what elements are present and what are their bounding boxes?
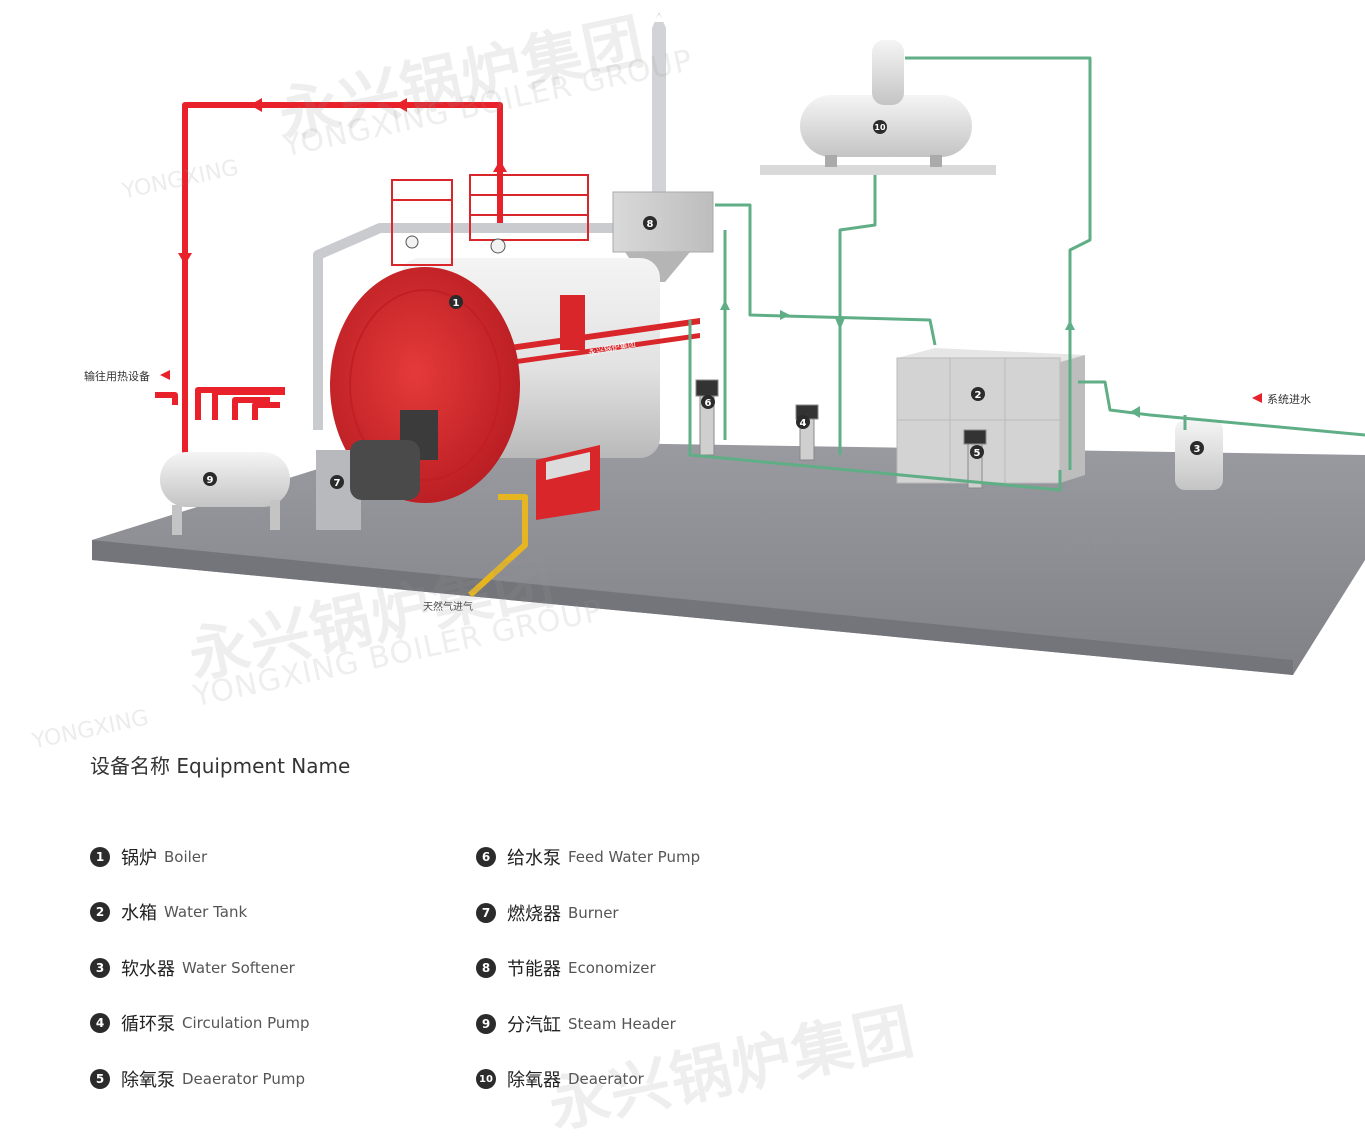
legend-en: Water Softener: [182, 959, 295, 977]
legend-en: Deaerator Pump: [182, 1070, 305, 1088]
legend-number: 9: [476, 1014, 496, 1034]
arrow-left-icon: [1252, 393, 1262, 403]
legend-number: 7: [476, 903, 496, 923]
water-tank: [896, 348, 1085, 484]
legend-en: Steam Header: [568, 1015, 676, 1033]
legend-number: 4: [90, 1013, 110, 1033]
output-to-heat-equipment-label: 输往用热设备: [84, 370, 150, 383]
marker-economizer: 8: [643, 216, 657, 230]
legend-number: 10: [476, 1069, 496, 1089]
legend-cn: 给水泵: [507, 848, 561, 869]
marker-deaerator-pump: 5: [970, 445, 984, 459]
legend-cn: 分汽缸: [507, 1015, 561, 1036]
arrow-left-icon: [160, 370, 170, 380]
svg-text:4: 4: [800, 418, 807, 429]
steam-direction-arrows: [178, 98, 507, 265]
marker-deaerator: 10: [873, 120, 887, 134]
water-direction-arrows: [720, 300, 1140, 418]
marker-feed-water-pump: 6: [701, 395, 715, 409]
svg-text:1: 1: [453, 298, 460, 309]
watermark-logo: YONGXING: [30, 705, 151, 755]
svg-text:10: 10: [874, 123, 886, 132]
legend-cn: 除氧泵: [121, 1070, 175, 1091]
equipment-legend: 1 锅炉 Boiler 2 水箱 Water Tank 3 软水器 Water …: [90, 840, 990, 1100]
marker-water-tank: 2: [971, 387, 985, 401]
svg-text:2: 2: [975, 390, 982, 401]
legend-item-burner: 7 燃烧器 Burner: [476, 900, 619, 926]
legend-cn: 锅炉: [121, 848, 157, 869]
legend-number: 1: [90, 847, 110, 867]
chimney: [652, 12, 666, 198]
legend-cn: 软水器: [121, 959, 175, 980]
water-softener: [1175, 420, 1223, 490]
legend-number: 6: [476, 847, 496, 867]
steam-header: [160, 452, 290, 535]
legend-item-deaerator-pump: 5 除氧泵 Deaerator Pump: [90, 1066, 305, 1092]
legend-cn: 燃烧器: [507, 904, 561, 925]
legend-en: Boiler: [164, 848, 208, 866]
marker-steam-header: 9: [203, 472, 217, 486]
marker-circulation-pump: 4: [796, 415, 810, 429]
legend-item-circulation-pump: 4 循环泵 Circulation Pump: [90, 1010, 310, 1036]
svg-text:5: 5: [974, 448, 981, 459]
marker-burner: 7: [330, 475, 344, 489]
legend-item-deaerator: 10 除氧器 Deaerator: [476, 1066, 644, 1092]
svg-text:8: 8: [647, 219, 654, 230]
legend-item-boiler: 1 锅炉 Boiler: [90, 844, 207, 870]
legend-number: 5: [90, 1069, 110, 1089]
flue-pipe: [313, 223, 615, 430]
burner: [316, 440, 420, 530]
equipment-name-title: 设备名称 Equipment Name: [90, 754, 351, 778]
legend-en: Water Tank: [164, 903, 248, 921]
legend-en: Burner: [568, 904, 619, 922]
natural-gas-inlet-label: 天然气进气: [423, 602, 473, 613]
marker-water-softener: 3: [1190, 441, 1204, 455]
legend-en: Economizer: [568, 959, 656, 977]
deaerator: [760, 40, 996, 175]
svg-text:3: 3: [1194, 444, 1201, 455]
legend-cn: 循环泵: [121, 1014, 175, 1035]
legend-cn: 节能器: [507, 959, 561, 980]
legend-en: Circulation Pump: [182, 1014, 310, 1032]
legend-number: 2: [90, 902, 110, 922]
legend-item-water-tank: 2 水箱 Water Tank: [90, 899, 247, 925]
control-cabinet: [536, 445, 600, 520]
marker-boiler: 1: [449, 295, 463, 309]
legend-item-economizer: 8 节能器 Economizer: [476, 955, 656, 981]
legend-item-feed-water-pump: 6 给水泵 Feed Water Pump: [476, 844, 700, 870]
svg-text:9: 9: [207, 475, 214, 486]
boiler-system-diagram: 永兴锅炉集团: [92, 12, 1365, 675]
svg-text:6: 6: [705, 398, 712, 409]
diagram-markers: 1 2 3 4 5 6 7 8 9 10: [203, 120, 1204, 489]
legend-en: Deaerator: [568, 1070, 644, 1088]
legend-cn: 水箱: [121, 903, 157, 924]
legend-item-steam-header: 9 分汽缸 Steam Header: [476, 1011, 676, 1037]
legend-cn: 除氧器: [507, 1070, 561, 1091]
system-water-inlet-label: 系统进水: [1267, 393, 1311, 406]
economizer: [612, 191, 714, 282]
legend-item-water-softener: 3 软水器 Water Softener: [90, 955, 295, 981]
gas-pipe: [467, 494, 528, 598]
legend-number: 8: [476, 958, 496, 978]
svg-text:7: 7: [334, 478, 341, 489]
legend-en: Feed Water Pump: [568, 848, 701, 866]
legend-number: 3: [90, 958, 110, 978]
